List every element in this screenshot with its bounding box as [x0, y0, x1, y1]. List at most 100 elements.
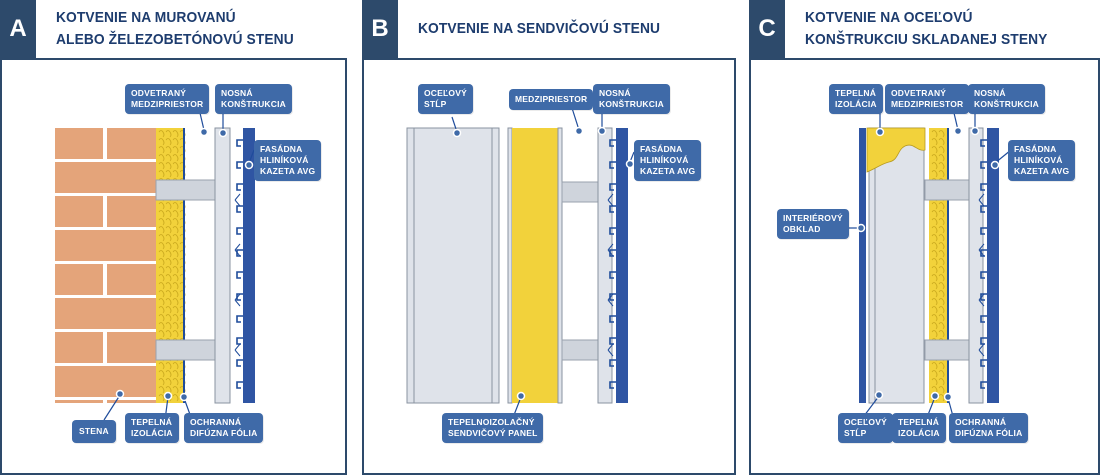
fiber — [165, 162, 172, 170]
fiber — [172, 154, 179, 162]
fiber — [938, 314, 945, 322]
fiber — [938, 394, 945, 402]
fiber — [165, 290, 172, 298]
hook — [609, 315, 616, 323]
steel-column — [868, 127, 925, 404]
fiber — [938, 226, 945, 234]
insulation-cutaway — [866, 127, 926, 173]
fiber — [158, 250, 165, 258]
fiber — [165, 266, 172, 274]
fiber — [938, 266, 945, 274]
brick — [107, 400, 156, 403]
panel-title: KOTVENIE NA SENDVIČOVÚ STENU — [418, 20, 661, 37]
label-interior-lining: INTERIÉROVÝ OBKLAD — [777, 209, 849, 239]
brick-wall — [55, 128, 156, 403]
fiber — [938, 234, 945, 242]
fiber — [165, 314, 172, 322]
fiber — [158, 282, 165, 290]
fiber — [158, 138, 165, 146]
brick — [55, 298, 156, 329]
hook — [236, 381, 243, 389]
fiber — [172, 258, 179, 266]
sandwich-panel-skin-right — [557, 127, 563, 404]
fiber — [165, 330, 172, 338]
hook — [609, 139, 616, 147]
label-load-structure: NOSNÁ KONŠTRUKCIA — [215, 84, 293, 114]
fiber — [158, 202, 165, 210]
brick — [55, 128, 103, 159]
fiber — [172, 234, 179, 242]
panel-title: KOTVENIE NA OCEĽOVÚ KONŠTRUKCIU SKLADANE… — [805, 9, 1048, 48]
cassette-hooks — [607, 139, 616, 389]
diagram-b — [406, 107, 635, 416]
fiber — [165, 226, 172, 234]
clip — [234, 343, 241, 357]
clip — [978, 293, 985, 307]
fiber — [172, 274, 179, 282]
insulation — [929, 128, 947, 403]
fiber — [158, 314, 165, 322]
panel-c: C KOTVENIE NA OCEĽOVÚ KONŠTRUKCIU SKLADA… — [749, 0, 1100, 475]
brick — [55, 366, 156, 397]
fiber — [938, 362, 945, 370]
fiber — [931, 290, 938, 298]
fiber — [938, 322, 945, 330]
fiber — [931, 170, 938, 178]
fiber — [172, 330, 179, 338]
fiber — [158, 378, 165, 386]
fiber — [165, 146, 172, 154]
cassette-hooks — [234, 139, 243, 389]
fiber — [165, 386, 172, 394]
panel-title: KOTVENIE NA MUROVANÚ ALEBO ŽELEZOBETÓNOV… — [56, 9, 294, 48]
hook — [609, 161, 616, 169]
hook — [980, 161, 987, 169]
hook — [236, 359, 243, 367]
hook — [236, 139, 243, 147]
hook — [980, 139, 987, 147]
fiber — [158, 258, 165, 266]
fiber — [172, 226, 179, 234]
fiber — [158, 234, 165, 242]
diffusion-foil — [947, 128, 949, 403]
fiber — [165, 154, 172, 162]
label-thermal-insulation: TEPELNÁ IZOLÁCIA — [125, 413, 179, 443]
fiber — [938, 154, 945, 162]
panel-letter: B — [362, 0, 398, 58]
fiber — [938, 378, 945, 386]
fiber — [938, 146, 945, 154]
hook — [609, 183, 616, 191]
label-thermal-insulation-bottom: TEPELNÁ IZOLÁCIA — [892, 413, 946, 443]
hook — [236, 315, 243, 323]
fiber — [158, 370, 165, 378]
hook — [236, 271, 243, 279]
fiber — [931, 306, 938, 314]
clip — [978, 193, 985, 207]
fiber — [165, 234, 172, 242]
insulation — [156, 128, 183, 403]
hook — [980, 271, 987, 279]
aluminium-cassette — [616, 128, 628, 403]
fiber — [172, 138, 179, 146]
fiber — [931, 202, 938, 210]
fiber — [172, 170, 179, 178]
fiber — [158, 330, 165, 338]
fiber — [938, 210, 945, 218]
hook — [236, 183, 243, 191]
fiber — [158, 322, 165, 330]
fiber — [938, 138, 945, 146]
brick — [107, 332, 156, 363]
fiber — [158, 306, 165, 314]
fiber — [172, 202, 179, 210]
label-wall: STENA — [72, 420, 116, 443]
brick — [107, 196, 156, 227]
bracket-top — [155, 179, 219, 201]
hook — [980, 381, 987, 389]
interior-lining — [859, 128, 866, 403]
fiber — [172, 386, 179, 394]
panel-a: A KOTVENIE NA MUROVANÚ ALEBO ŽELEZOBETÓN… — [0, 0, 348, 475]
hook — [609, 359, 616, 367]
fiber — [165, 138, 172, 146]
fiber — [931, 370, 938, 378]
fiber — [165, 202, 172, 210]
fiber — [165, 170, 172, 178]
